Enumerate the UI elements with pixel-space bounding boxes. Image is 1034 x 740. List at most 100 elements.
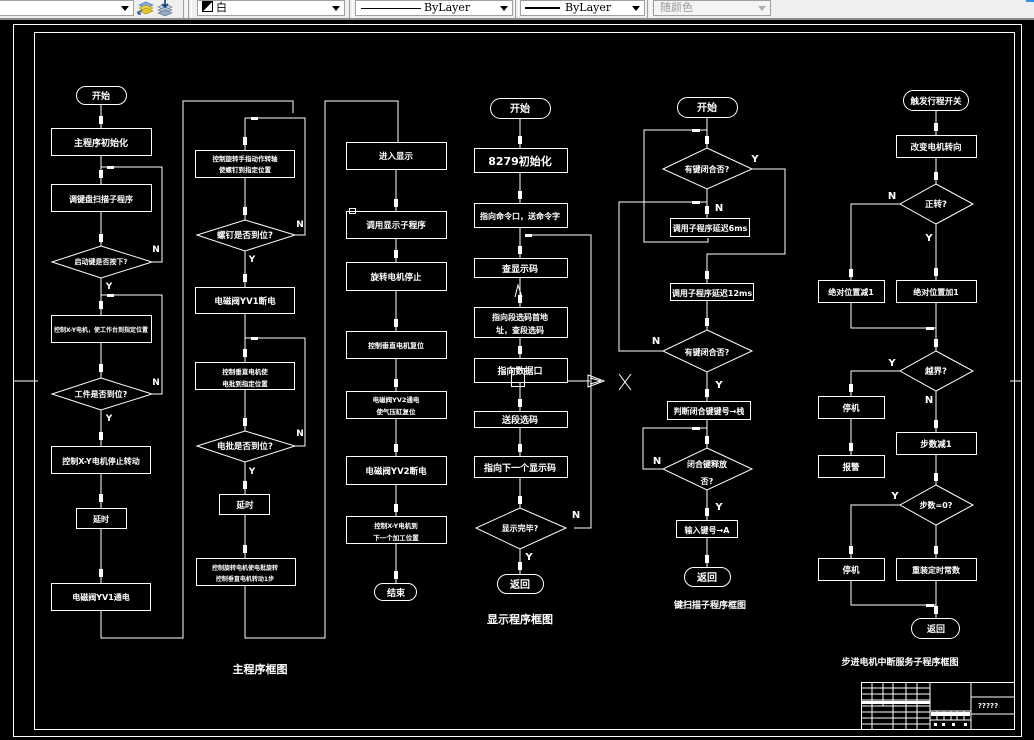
process-box [896, 432, 977, 455]
process-box [474, 258, 568, 278]
process-box [474, 411, 568, 428]
process-box [51, 583, 151, 611]
process-box [818, 558, 885, 581]
decision-label: 正转? [925, 199, 947, 210]
color-swatch-icon [202, 1, 213, 12]
layer-states-icon[interactable] [156, 0, 174, 16]
color-combo-value: 白 [216, 1, 227, 14]
node-label: 步数减1 [920, 439, 952, 450]
node-label: 调用显示子程序 [366, 220, 426, 231]
node-label: 指向命令口，送命令字 [480, 211, 560, 221]
toolbar-accent [1026, 0, 1034, 2]
process-box [896, 135, 977, 158]
yes-label: Y [714, 380, 723, 391]
decision-label: 电批是否到位? [217, 441, 273, 452]
ucs-arrow-icon [587, 374, 606, 388]
node-label: 延时 [92, 514, 109, 524]
yes-label: Y [890, 491, 899, 502]
node-label: 调键盘扫描子程序 [69, 194, 133, 204]
end-terminal [911, 618, 960, 639]
process-box [818, 396, 885, 419]
process-box [51, 184, 152, 212]
yes-label: Y [248, 255, 256, 265]
decision-label: 启动键是否按下? [74, 257, 127, 266]
flow-arrows [243, 117, 258, 553]
no-label: N [652, 336, 660, 347]
flow-arrows [692, 129, 709, 563]
toolbar-separator [183, 0, 187, 18]
start-label: 触发行程开关 [909, 96, 962, 107]
main-flow-caption: 主程序框图 [233, 662, 288, 676]
end-terminal [684, 567, 731, 587]
process-box [195, 150, 295, 178]
main-flowchart-col2 [195, 100, 399, 639]
process-box [896, 280, 977, 303]
process-box [51, 315, 152, 343]
node-label: 址，查段选码 [496, 325, 544, 335]
node-label: 改变电机转向 [910, 142, 961, 153]
linetype-combo-value: ByLayer [424, 1, 471, 14]
linetype-combo[interactable]: ByLayer [355, 0, 513, 16]
plotstyle-combo-value: 随颜色 [660, 1, 693, 14]
yes-label: Y [750, 154, 759, 165]
toolbar-separator [188, 0, 192, 18]
process-box [346, 262, 447, 291]
process-box [474, 148, 568, 173]
process-box [818, 455, 885, 478]
stepper-flowchart [818, 90, 977, 639]
drawing-canvas[interactable]: 开始 主程序初始化 调键盘扫描子程序 启动键是否按下? 控制X-Y电机，使工作台… [0, 20, 1034, 740]
grip-marker [349, 208, 356, 214]
lineweight-combo[interactable]: ByLayer [520, 0, 645, 16]
no-label: N [296, 220, 304, 230]
yes-label: Y [714, 502, 723, 513]
node-label: 指向数据口 [497, 365, 542, 377]
keyscan-flow-caption: 键扫描子程序框图 [673, 599, 746, 611]
process-box [51, 128, 152, 156]
main-flowchart [50, 86, 294, 639]
node-label: 送段选码 [501, 414, 538, 426]
process-box [474, 358, 568, 383]
node-label: 重装定时常数 [912, 565, 961, 575]
process-box [346, 142, 447, 170]
node-label: 下一个加工位置 [373, 533, 419, 542]
node-label: 指向段选码首地 [492, 312, 548, 322]
display-flowchart [474, 98, 606, 594]
main-flow-col2-labels: 控制旋转手指动作转轴 使螺钉到指定位置 螺钉是否到位? 电磁阀YV1断电 控制垂… [212, 154, 304, 583]
chevron-down-icon [121, 6, 129, 11]
decision-label: 工件是否到位? [75, 389, 128, 399]
layer-combo[interactable] [0, 0, 134, 16]
node-label: 控制垂直电机复位 [368, 341, 424, 350]
chevron-down-icon [332, 6, 340, 11]
display-flow-labels: 开始 8279初始化 指向命令口，送命令字 查显示码 指向段选码首地 址，查段选… [480, 102, 580, 591]
node-label: 报警 [842, 462, 860, 473]
process-box [195, 362, 295, 390]
yes-label: Y [105, 414, 113, 424]
process-box [676, 520, 738, 538]
node-label: 控制X-Y电机，使工作台到指定位置 [54, 326, 148, 334]
node-label: 8279初始化 [488, 154, 552, 168]
outer-frame [13, 24, 1022, 737]
end-label: 返回 [697, 571, 717, 584]
process-box [896, 558, 977, 581]
color-combo[interactable]: 白 [197, 0, 345, 16]
process-box [818, 280, 885, 303]
process-box [219, 494, 270, 515]
node-label: 延时 [235, 500, 254, 511]
layer-previous-icon[interactable] [136, 0, 154, 16]
decision-label: 闭合键释放 [687, 459, 728, 469]
start-label: 开始 [697, 101, 717, 114]
node-label: 控制X-Y电机停止转动 [62, 456, 139, 466]
process-box [195, 287, 295, 314]
drawing-number: ????? [978, 702, 998, 710]
start-terminal [903, 90, 969, 111]
node-label: 输入键号→A [685, 525, 731, 535]
process-box [51, 446, 151, 474]
chevron-down-icon [500, 6, 508, 11]
flow-arrows [849, 123, 938, 614]
no-label: N [296, 429, 304, 439]
yes-label: Y [105, 282, 113, 292]
process-box [670, 283, 754, 301]
chevron-down-icon [632, 6, 640, 11]
yes-label: Y [248, 467, 256, 477]
lineweight-combo-value: ByLayer [565, 1, 612, 14]
